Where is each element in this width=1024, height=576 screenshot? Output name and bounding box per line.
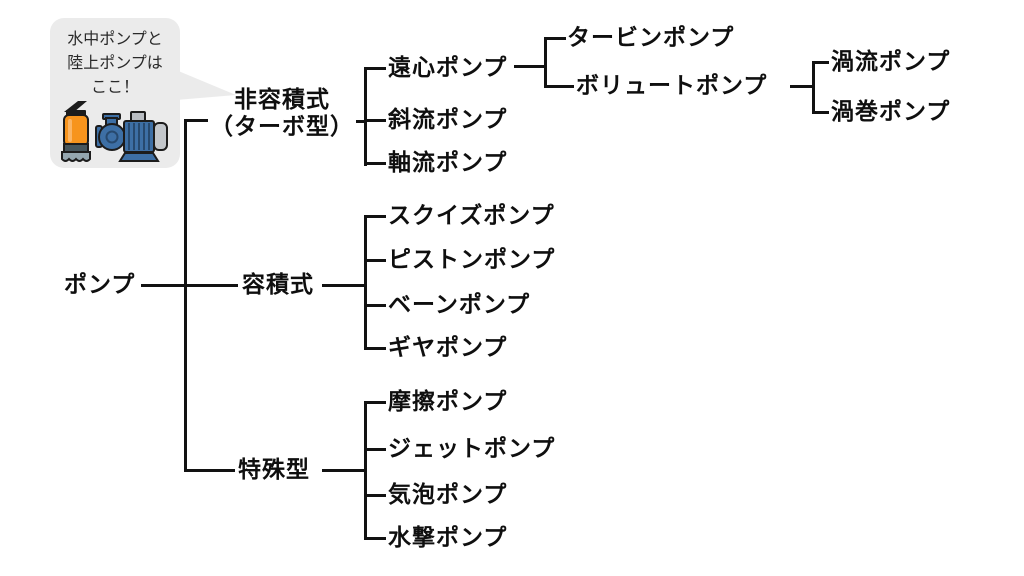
node-piston-pump: ピストンポンプ (388, 247, 556, 273)
node-axial-flow-pump: 軸流ポンプ (388, 150, 508, 176)
connector-line (364, 401, 386, 404)
connector-line (544, 37, 566, 40)
connector-line (184, 119, 187, 472)
node-special-type: 特殊型 (238, 457, 310, 483)
node-vortex-flow-pump: 渦流ポンプ (831, 49, 951, 75)
node-spiral-pump: 渦巻ポンプ (831, 99, 951, 125)
connector-line (364, 67, 386, 70)
node-gear-pump: ギヤポンプ (388, 335, 508, 361)
node-water-hammer-pump: 水撃ポンプ (388, 525, 508, 551)
connector-line (514, 65, 547, 68)
connector-line (812, 61, 815, 114)
callout-tail (176, 70, 236, 100)
connector-line (364, 215, 386, 218)
connector-line (364, 537, 386, 540)
connector-line (544, 85, 574, 88)
node-air-bubble-pump: 気泡ポンプ (388, 482, 508, 508)
node-volute-pump: ボリュートポンプ (576, 73, 768, 99)
land-pump-icon (95, 111, 168, 162)
connector-line (364, 119, 386, 122)
connector-line (812, 111, 829, 114)
callout-text: 水中ポンプと 陸上ポンプは ここ！ (50, 18, 180, 99)
connector-line (184, 119, 208, 122)
callout-line: 水中ポンプと (67, 29, 163, 48)
connector-line (790, 85, 815, 88)
connector-line (364, 304, 386, 307)
connector-line (322, 284, 366, 287)
callout-line: ここ！ (90, 77, 139, 96)
connector-line (812, 61, 829, 64)
connector-line (364, 215, 367, 350)
connector-line (364, 401, 367, 540)
connector-line (184, 469, 235, 472)
node-non-positive-displacement: 非容積式 （ターボ型） (200, 87, 364, 141)
connector-line (544, 37, 547, 88)
node-pump-root: ポンプ (64, 272, 136, 298)
submersible-pump-icon (61, 101, 91, 162)
node-friction-pump: 摩擦ポンプ (388, 389, 508, 415)
node-turbine-pump: タービンポンプ (567, 25, 735, 51)
node-label-line: （ターボ型） (210, 114, 354, 140)
connector-line (141, 284, 238, 287)
node-centrifugal-pump: 遠心ポンプ (388, 55, 508, 81)
connector-line (364, 162, 386, 165)
node-label-line: 非容積式 (234, 87, 330, 113)
node-squeeze-pump: スクイズポンプ (388, 203, 555, 229)
connector-line (364, 67, 367, 166)
connector-line (356, 120, 366, 123)
connector-line (364, 347, 386, 350)
callout-icons (50, 100, 180, 164)
connector-line (364, 259, 386, 262)
connector-line (364, 448, 386, 451)
node-mixed-flow-pump: 斜流ポンプ (388, 107, 508, 133)
callout-bubble: 水中ポンプと 陸上ポンプは ここ！ (50, 18, 180, 168)
node-positive-displacement: 容積式 (242, 272, 314, 298)
connector-line (364, 494, 386, 497)
connector-line (322, 469, 366, 472)
callout-line: 陸上ポンプは (67, 53, 163, 72)
node-vane-pump: ベーンポンプ (388, 292, 531, 318)
node-jet-pump: ジェットポンプ (388, 436, 556, 462)
